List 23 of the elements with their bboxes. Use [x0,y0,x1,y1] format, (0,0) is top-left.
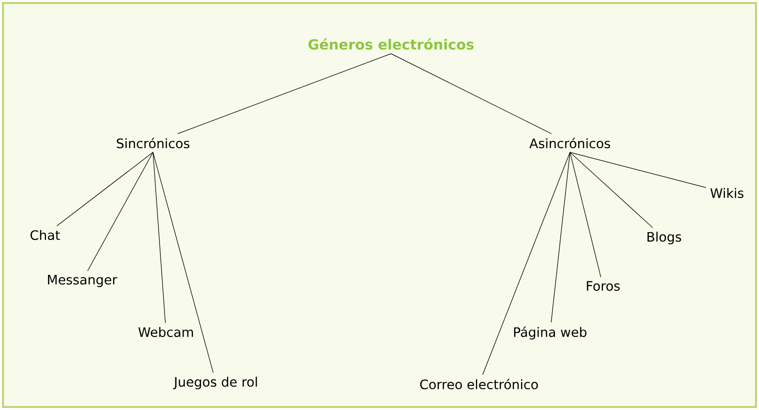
connector-line [152,152,214,373]
connector-line [390,53,552,134]
connector-line [550,152,570,323]
connector-line [570,152,654,228]
item-label: Messanger [48,274,118,288]
category-label: Asincrónicos [529,138,610,148]
item-label: Foros [586,281,620,291]
item-label: Webcam [138,326,193,338]
item-label: Chat [30,230,60,240]
connector-line [570,152,602,278]
category-label: Sincrónicos [116,138,190,148]
item-label: Página web [514,326,586,340]
title-text: Géneros electrónicos [308,38,474,50]
connector-line [570,152,706,188]
item-label: Correo electrónico [420,378,538,390]
connector-line [177,53,392,134]
connector-line [482,152,570,375]
connector-line [87,152,154,272]
item-label: Blogs [648,232,682,244]
connector-line [152,152,166,324]
item-label: Juegos de rol [173,376,257,390]
item-label: Wikis [710,188,744,198]
connector-line [56,152,154,226]
